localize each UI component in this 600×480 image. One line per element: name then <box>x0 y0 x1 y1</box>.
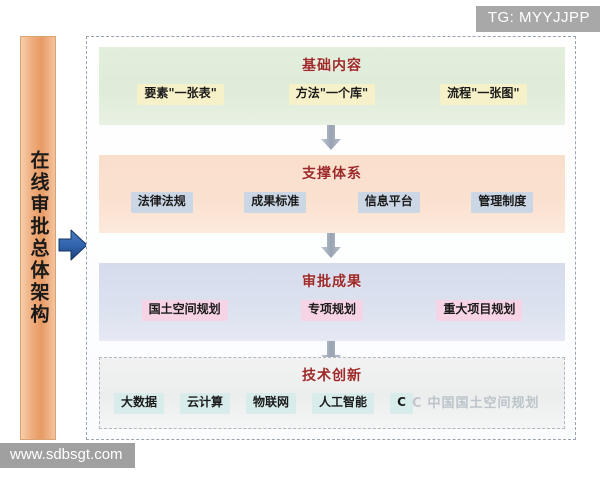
band-technical-innovation: 技术创新 大数据 云计算 物联网 人工智能 C <box>99 357 565 429</box>
tag-item[interactable]: 云计算 <box>180 393 231 414</box>
tag-item[interactable]: 信息平台 <box>357 192 420 213</box>
tag-item[interactable]: 流程"一张图" <box>440 84 527 105</box>
tag-item[interactable]: 要素"一张表" <box>137 84 224 105</box>
tag-item[interactable]: 国土空间规划 <box>141 300 228 321</box>
tg-watermark: TG: MYYJJPP <box>475 6 600 32</box>
tag-item[interactable]: 重大项目规划 <box>436 300 523 321</box>
band-approval-results: 审批成果 国土空间规划 专项规划 重大项目规划 <box>99 263 565 341</box>
band-tag-list: 大数据 云计算 物联网 人工智能 C <box>100 393 564 414</box>
band-tag-list: 要素"一张表" 方法"一个库" 流程"一张图" <box>99 84 565 105</box>
tag-item[interactable]: 法律法规 <box>130 192 193 213</box>
tag-item[interactable]: 人工智能 <box>312 393 375 414</box>
tag-item[interactable]: 专项规划 <box>300 300 363 321</box>
tag-item[interactable]: 方法"一个库" <box>288 84 376 105</box>
right-arrow-icon <box>58 228 88 262</box>
band-tag-list: 法律法规 成果标准 信息平台 管理制度 <box>99 192 565 213</box>
down-arrow-icon <box>320 125 342 151</box>
tag-item[interactable]: 物联网 <box>246 393 297 414</box>
tag-item[interactable]: 大数据 <box>114 393 165 414</box>
band-title: 审批成果 <box>302 274 362 290</box>
band-title: 支撑体系 <box>302 166 362 182</box>
diagram-frame: 基础内容 要素"一张表" 方法"一个库" 流程"一张图" <box>86 36 576 440</box>
side-banner: 在线审批总体架构 <box>20 36 56 440</box>
side-banner-label: 在线审批总体架构 <box>27 150 50 326</box>
tag-item[interactable]: 成果标准 <box>244 192 307 213</box>
band-tag-list: 国土空间规划 专项规划 重大项目规划 <box>99 300 565 321</box>
band-title: 技术创新 <box>302 368 362 384</box>
site-watermark: www.sdbsgt.com <box>0 442 135 468</box>
down-arrow-icon <box>320 233 342 259</box>
band-support-system: 支撑体系 法律法规 成果标准 信息平台 管理制度 <box>99 155 565 233</box>
band-title: 基础内容 <box>302 58 362 74</box>
tag-item[interactable]: 管理制度 <box>471 192 534 213</box>
tag-item[interactable]: C <box>390 393 413 414</box>
band-basic-content: 基础内容 要素"一张表" 方法"一个库" 流程"一张图" <box>99 47 565 125</box>
